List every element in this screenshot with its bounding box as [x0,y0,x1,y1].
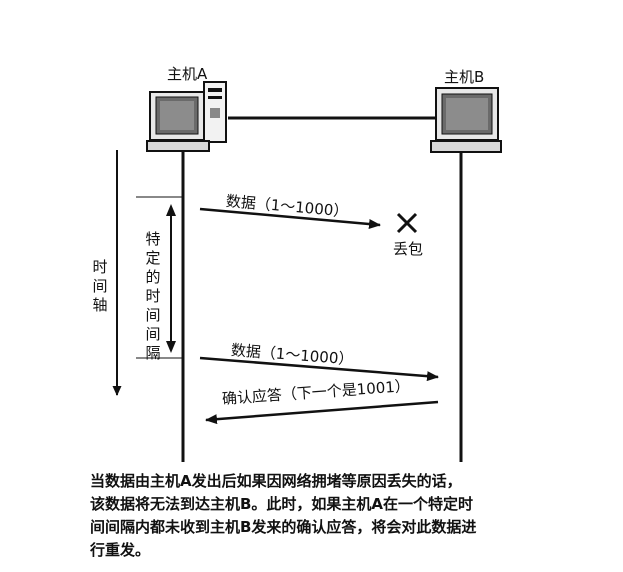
caption-line: 当数据由主机A发出后如果因网络拥堵等原因丢失的话， [90,472,462,490]
time-axis-label: 时间轴 [92,258,108,314]
interval-label: 特定的时间间隔 [145,230,161,362]
caption-line: 行重发。 [90,541,151,559]
second-data-arrow [199,356,439,382]
caption-line: 该数据将无法到达主机B。此时，如果主机A在一个特定时 [90,495,474,513]
host-b-label: 主机B [444,68,485,86]
host-a-label: 主机A [167,65,208,83]
caption-line: 间间隔内都未收到主机B发来的确认应答，将会对此数据进 [90,518,477,536]
interval-arrow-head-down [166,341,176,353]
caption: 当数据由主机A发出后如果因网络拥堵等原因丢失的话， 该数据将无法到达主机B。此时… [90,470,560,562]
first-data-arrow [199,207,381,230]
packet-lost-label: 丢包 [393,240,424,258]
packet-lost-x-icon [396,212,418,234]
host-a-computer-icon [146,81,227,152]
host-b-computer-icon [430,87,502,153]
ack-arrow [205,400,439,425]
interval-arrow-head-up [166,204,176,216]
